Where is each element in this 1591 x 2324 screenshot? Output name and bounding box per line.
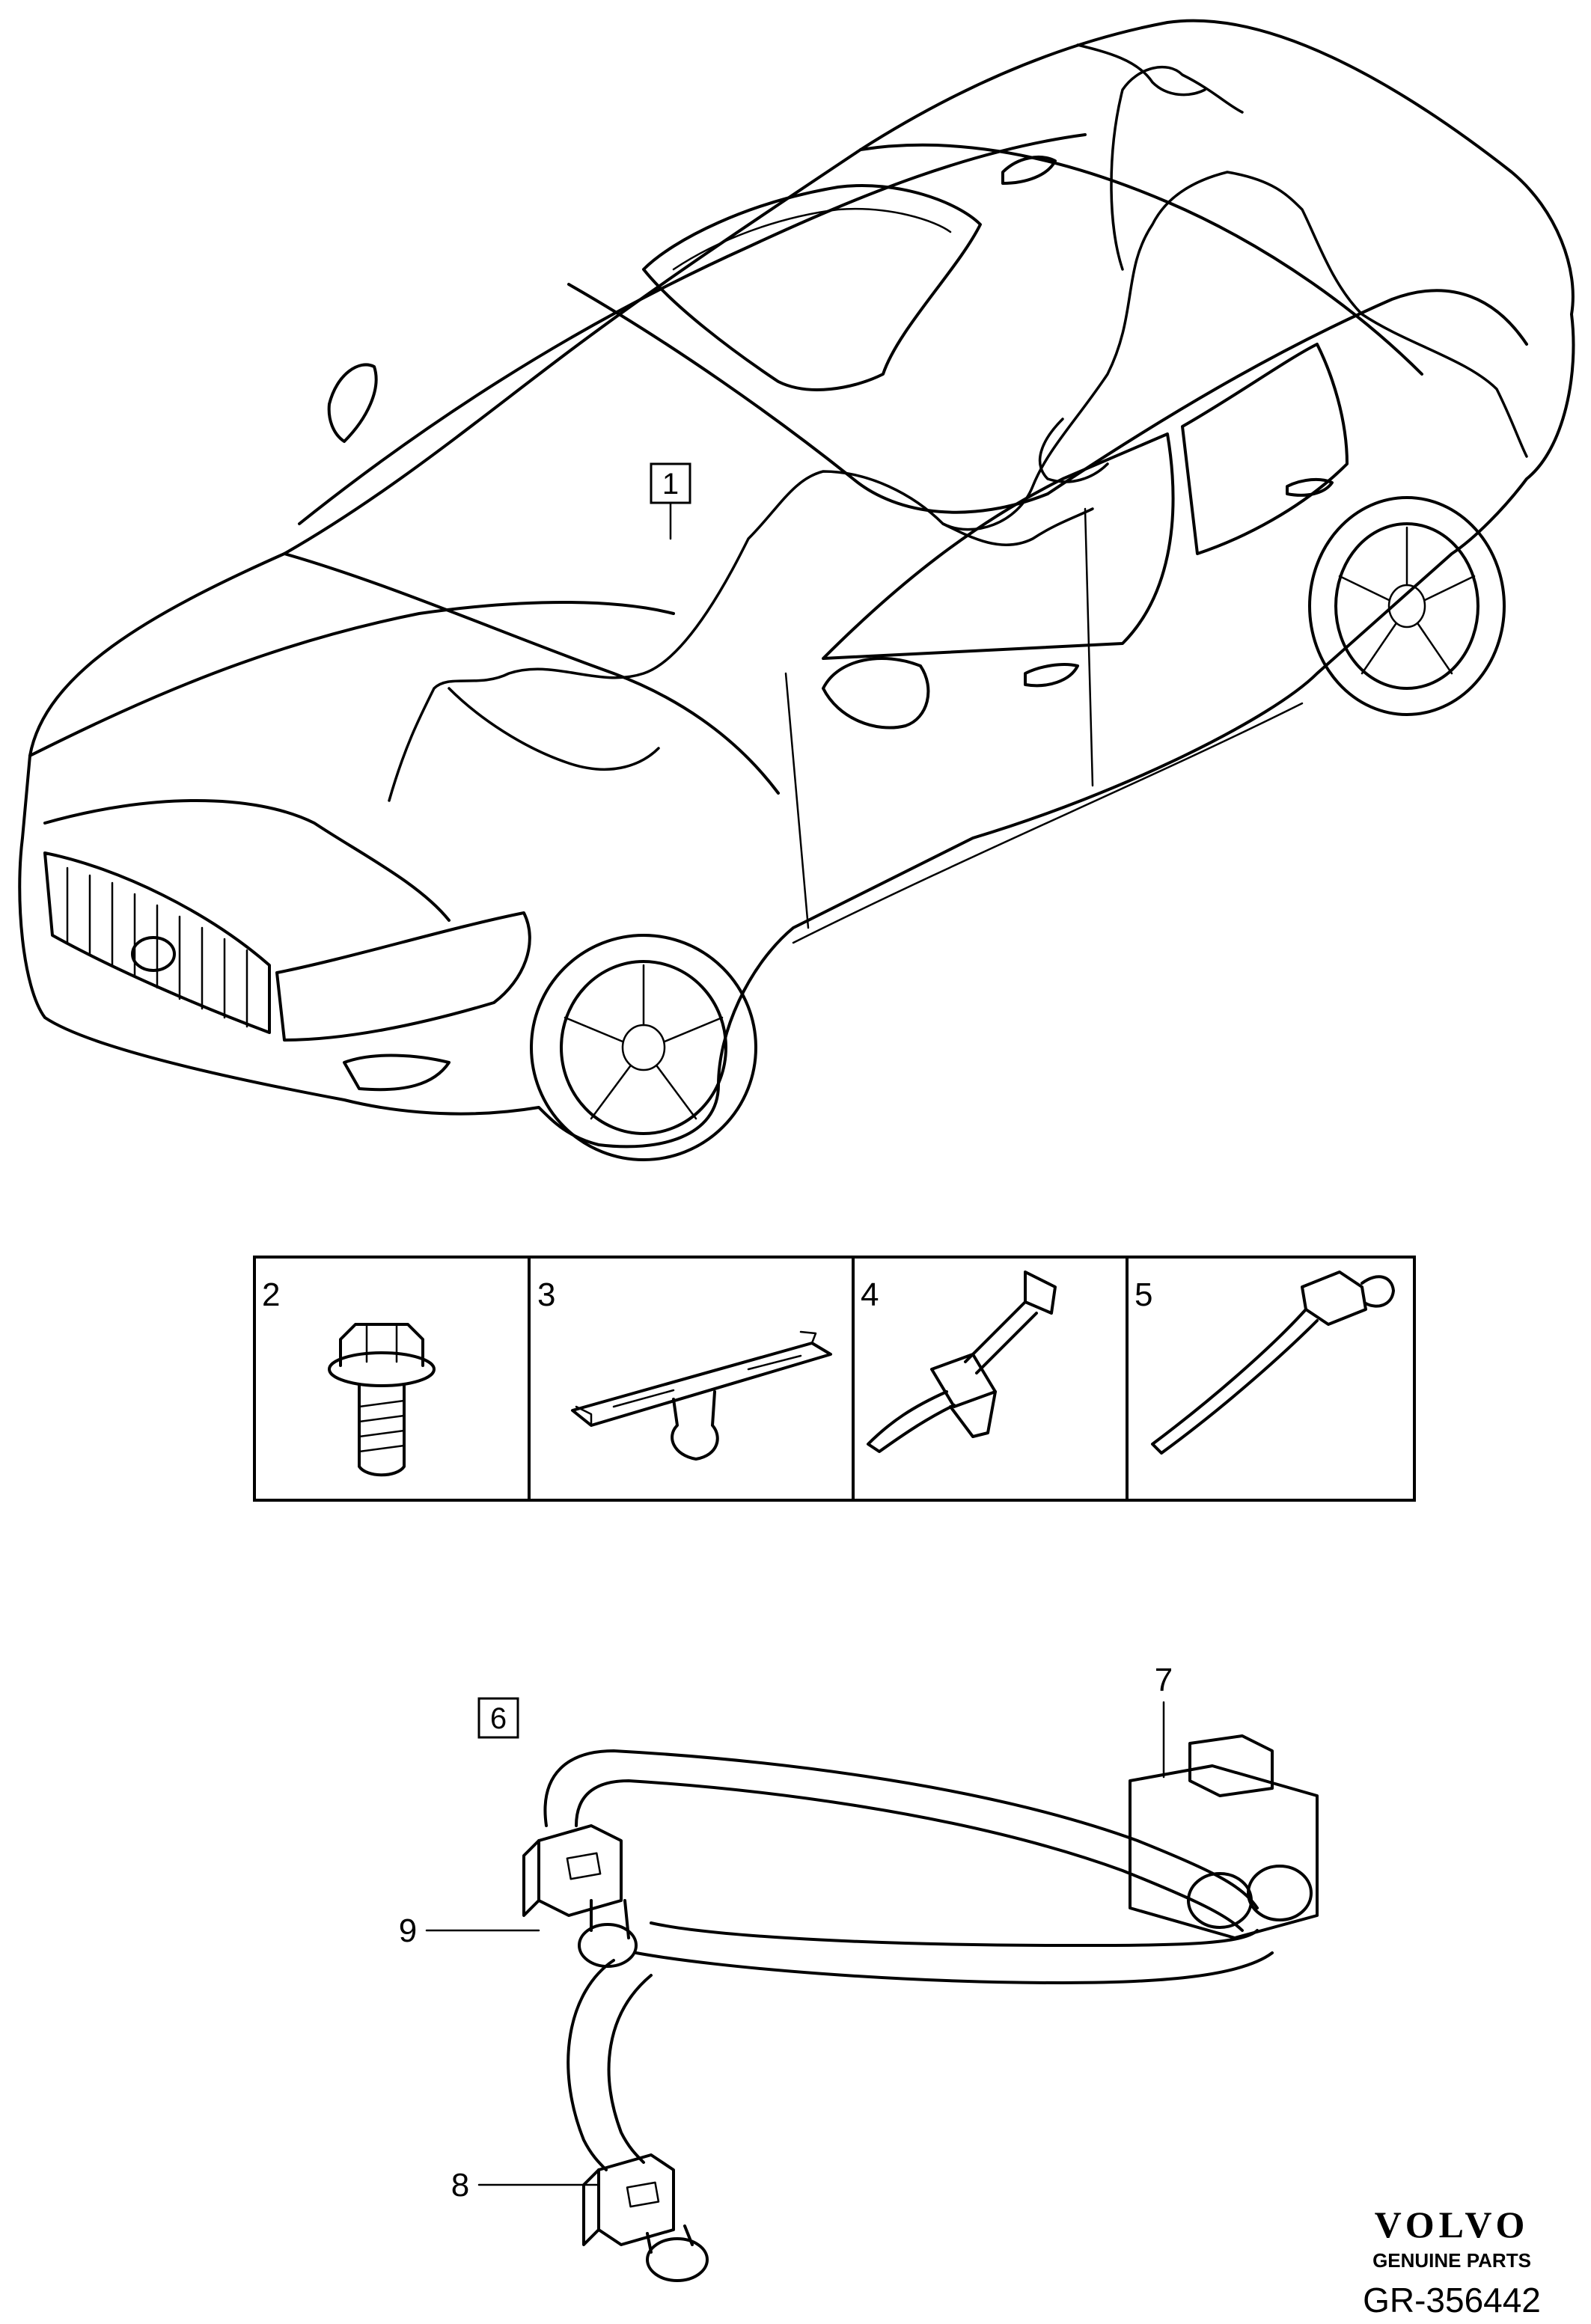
callout-7[interactable]: 7 <box>1155 1662 1173 1779</box>
cable-tie-icon <box>1151 1270 1395 1455</box>
part-3-cell[interactable]: 3 <box>537 1276 832 1461</box>
cable-harness-icon <box>522 1734 1319 2282</box>
front-wheel <box>530 934 757 1161</box>
svg-text:3: 3 <box>537 1276 555 1313</box>
svg-text:1: 1 <box>662 468 679 501</box>
flange-bolt-icon <box>328 1323 436 1477</box>
volvo-logo: VOLVO <box>1375 2204 1530 2245</box>
svg-text:8: 8 <box>451 2167 469 2204</box>
rear-wheel <box>1308 496 1506 716</box>
brand-block: VOLVO GENUINE PARTS GR-356442 <box>1363 2204 1541 2320</box>
connector-8 <box>582 2153 709 2282</box>
svg-text:5: 5 <box>1135 1276 1152 1313</box>
callout-6[interactable]: 6 <box>477 1697 519 1739</box>
diagram-id: GR-356442 <box>1363 2281 1541 2320</box>
part-2-cell[interactable]: 2 <box>262 1276 436 1477</box>
parts-strip <box>253 1256 1416 1502</box>
svg-text:7: 7 <box>1155 1662 1173 1698</box>
connector-7 <box>1129 1734 1319 1939</box>
callout-1[interactable]: 1 <box>650 462 691 540</box>
svg-text:6: 6 <box>490 1702 507 1735</box>
cable-tie-clip-icon <box>867 1270 1057 1453</box>
connector-9 <box>522 1824 638 1968</box>
grille-bars <box>66 866 248 1028</box>
clip-rail-icon <box>571 1330 832 1461</box>
genuine-parts-label: GENUINE PARTS <box>1372 2249 1531 2272</box>
part-4-cell[interactable]: 4 <box>861 1270 1057 1453</box>
harness-wire <box>388 171 1528 802</box>
svg-text:9: 9 <box>399 1912 417 1949</box>
callout-8[interactable]: 8 <box>451 2167 600 2204</box>
part-5-cell[interactable]: 5 <box>1135 1270 1395 1455</box>
callout-9[interactable]: 9 <box>399 1912 540 1949</box>
svg-text:2: 2 <box>262 1276 280 1313</box>
svg-text:4: 4 <box>861 1276 879 1313</box>
car-illustration <box>18 19 1575 1161</box>
